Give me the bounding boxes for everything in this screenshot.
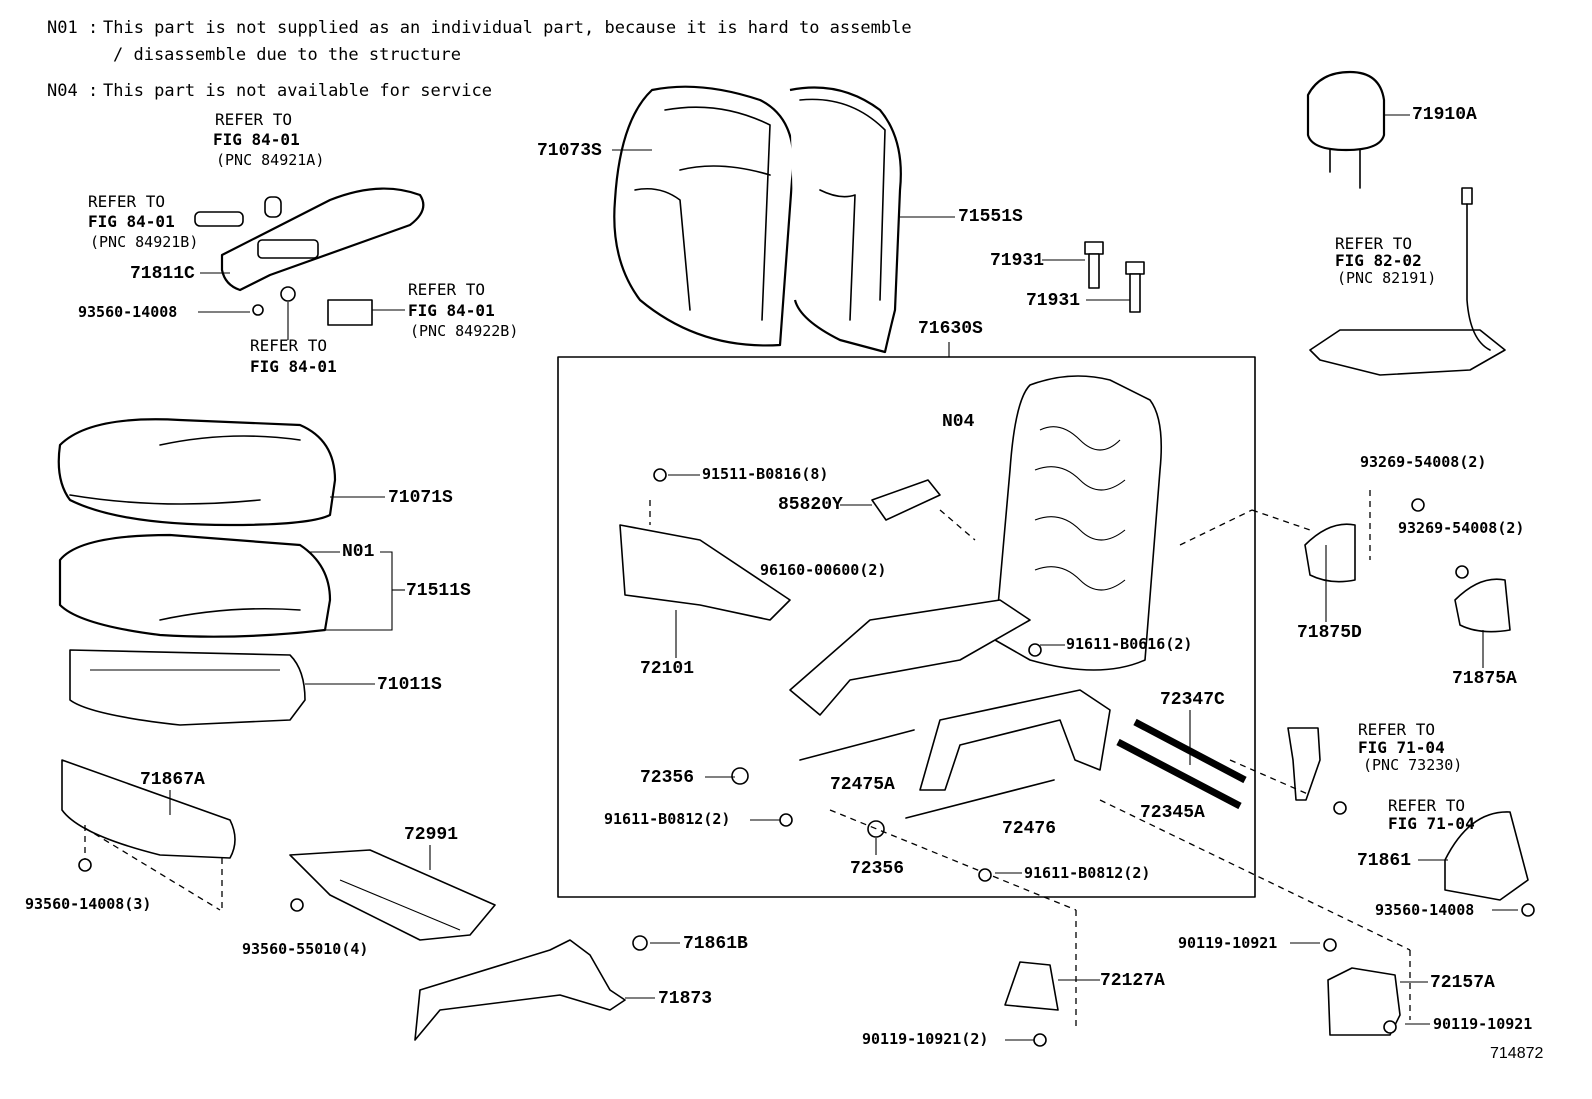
part-label-93269-54008-lower[interactable]: 93269-54008(2) (1398, 519, 1525, 537)
part-label-93560-14008-qty3[interactable]: 93560-14008(3) (25, 895, 152, 913)
headrest-illustration (1306, 70, 1386, 189)
note-n01-text-line1: This part is not supplied as an individu… (103, 18, 912, 38)
wire-harness-illustration (1309, 187, 1506, 376)
seat-frame-illustration (619, 375, 1163, 791)
note-n04-code: N04 (47, 81, 78, 101)
ref-73230-line3: (PNC 73230) (1363, 756, 1463, 774)
part-label-71867a[interactable]: 71867A (140, 770, 205, 790)
ref-fig-84-01-line1: REFER TO (250, 336, 328, 355)
part-label-90119-10921-lower[interactable]: 90119-10921 (1433, 1015, 1533, 1033)
part-label-71551s[interactable]: 71551S (958, 207, 1023, 227)
ref-84921a-line2[interactable]: FIG 84-01 (213, 130, 300, 149)
ref-84921b-line3: (PNC 84921B) (90, 233, 199, 251)
part-label-71861b[interactable]: 71861B (683, 934, 748, 954)
cover-bar-illustration (414, 939, 626, 1041)
figure-id: 714872 (1490, 1045, 1544, 1062)
note-n01-code: N01 (47, 18, 78, 38)
ref-82191-line1: REFER TO (1335, 234, 1413, 253)
part-label-90119-10921-qty2[interactable]: 90119-10921(2) (862, 1030, 989, 1048)
ref-84922b-line1: REFER TO (408, 280, 486, 299)
side-shield-illustration (194, 187, 425, 326)
part-label-91611-b0812-right[interactable]: 91611-B0812(2) (1024, 864, 1151, 882)
part-label-93269-54008-upper[interactable]: 93269-54008(2) (1360, 453, 1487, 471)
ref-73230-line2[interactable]: FIG 71-04 (1358, 738, 1445, 757)
ref-84922b-line2[interactable]: FIG 84-01 (408, 301, 495, 320)
part-label-n04[interactable]: N04 (942, 412, 975, 432)
part-label-71875d[interactable]: 71875D (1297, 623, 1362, 643)
ref-fig-84-01-line2[interactable]: FIG 84-01 (250, 357, 337, 376)
part-label-71931-lower[interactable]: 71931 (1026, 291, 1081, 311)
note-n01-text-line2: / disassemble due to the structure (113, 45, 461, 65)
ref-84921a-line1: REFER TO (215, 110, 293, 129)
part-label-71931-upper[interactable]: 71931 (990, 251, 1045, 271)
part-label-71910a[interactable]: 71910A (1412, 105, 1477, 125)
part-label-71875a[interactable]: 71875A (1452, 669, 1517, 689)
part-label-91611-b0616[interactable]: 91611-B0616(2) (1066, 635, 1193, 653)
part-label-n01[interactable]: N01 (342, 542, 375, 562)
ref-82191-line3: (PNC 82191) (1337, 269, 1437, 287)
part-label-72476[interactable]: 72476 (1002, 819, 1057, 839)
note-n01-sep: : (88, 18, 99, 38)
part-label-93560-14008-right[interactable]: 93560-14008 (1375, 901, 1475, 919)
part-label-91511-b0816[interactable]: 91511-B0816(8) (702, 465, 829, 483)
hinge-covers-illustration (1287, 523, 1529, 901)
part-label-72475a[interactable]: 72475A (830, 775, 895, 795)
dashed-alignment-lines (84, 490, 1411, 1030)
part-label-72991[interactable]: 72991 (404, 825, 459, 845)
seatback-cover-illustration (613, 85, 902, 354)
part-label-71011s[interactable]: 71011S (377, 675, 442, 695)
part-label-93560-55010[interactable]: 93560-55010(4) (242, 940, 369, 958)
note-n04-text: This part is not available for service (103, 81, 492, 101)
part-label-71811c[interactable]: 71811C (130, 264, 195, 284)
part-label-71873[interactable]: 71873 (658, 989, 713, 1009)
part-label-90119-10921-upper[interactable]: 90119-10921 (1178, 934, 1278, 952)
part-label-71071s[interactable]: 71071S (388, 488, 453, 508)
part-label-72345a[interactable]: 72345A (1140, 803, 1205, 823)
part-label-72101[interactable]: 72101 (640, 659, 695, 679)
leader-lines (169, 114, 1518, 1041)
part-label-71861[interactable]: 71861 (1357, 851, 1412, 871)
brackets-illustration (1004, 961, 1401, 1036)
part-label-71511s[interactable]: 71511S (406, 581, 471, 601)
ref-84922b-line3: (PNC 84922B) (410, 322, 519, 340)
part-label-71630s[interactable]: 71630S (918, 319, 983, 339)
part-label-72127a[interactable]: 72127A (1100, 971, 1165, 991)
part-label-93560-14008-top[interactable]: 93560-14008 (78, 303, 178, 321)
ref-73230-line1: REFER TO (1358, 720, 1436, 739)
ref-84921b-line2[interactable]: FIG 84-01 (88, 212, 175, 231)
ref-84921b-line1: REFER TO (88, 192, 166, 211)
seat-cushion-illustration (57, 418, 337, 726)
part-label-72356-right[interactable]: 72356 (850, 859, 905, 879)
ref-fig-71-04-line2[interactable]: FIG 71-04 (1388, 814, 1475, 833)
part-label-91611-b0812-left[interactable]: 91611-B0812(2) (604, 810, 731, 828)
part-label-72356-left[interactable]: 72356 (640, 768, 695, 788)
ref-82191-line2[interactable]: FIG 82-02 (1335, 251, 1422, 270)
fasteners (78, 468, 1535, 1047)
part-label-72347c[interactable]: 72347C (1160, 690, 1225, 710)
tray-illustration (289, 849, 496, 941)
guide-bolts-illustration (1084, 241, 1145, 313)
ref-84921a-line3: (PNC 84921A) (216, 151, 325, 169)
cushion-shield-illustration (61, 759, 236, 859)
ref-fig-71-04-line1: REFER TO (1388, 796, 1466, 815)
part-label-72157a[interactable]: 72157A (1430, 973, 1495, 993)
part-label-96160-00600[interactable]: 96160-00600(2) (760, 561, 887, 579)
part-label-71073s[interactable]: 71073S (537, 141, 602, 161)
frame-assembly-box (557, 356, 1256, 898)
part-label-85820y[interactable]: 85820Y (778, 495, 843, 515)
note-n04-sep: : (88, 81, 99, 101)
